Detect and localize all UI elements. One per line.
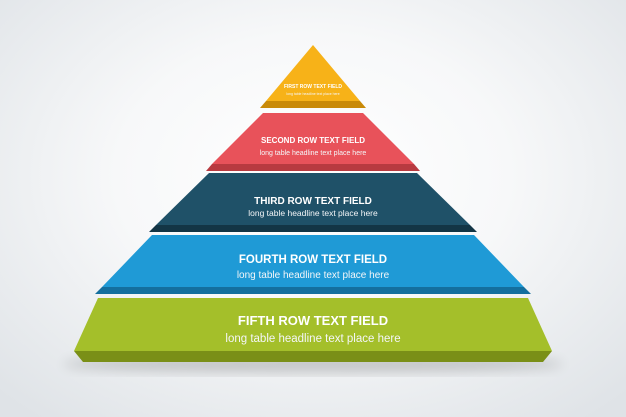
pyramid-level-1: FIRST ROW TEXT FIELD long table headline… — [260, 45, 366, 108]
level-4-title: FOURTH ROW TEXT FIELD — [239, 254, 387, 266]
level-3-subtitle: long table headline text place here — [248, 208, 378, 218]
level-3-edge — [149, 225, 477, 232]
level-5-subtitle: long table headline text place here — [225, 333, 400, 345]
level-1-edge — [260, 101, 366, 108]
level-5-edge — [74, 351, 552, 362]
level-2-face — [212, 113, 414, 164]
level-2-subtitle: long table headline text place here — [260, 150, 367, 157]
level-1-face — [266, 45, 360, 101]
pyramid-level-3: THIRD ROW TEXT FIELD long table headline… — [149, 173, 477, 232]
level-1-subtitle: long table headline text place here — [286, 92, 339, 96]
pyramid-level-4: FOURTH ROW TEXT FIELD long table headlin… — [95, 235, 531, 294]
level-3-face — [156, 173, 470, 225]
pyramid-level-5: FIFTH ROW TEXT FIELD long table headline… — [74, 298, 552, 362]
level-2-edge — [206, 164, 420, 171]
level-5-title: FIFTH ROW TEXT FIELD — [238, 313, 388, 328]
level-1-title: FIRST ROW TEXT FIELD — [284, 84, 342, 90]
level-4-face — [102, 235, 524, 287]
level-3-title: THIRD ROW TEXT FIELD — [254, 196, 372, 207]
level-4-subtitle: long table headline text place here — [237, 270, 390, 281]
level-5-face — [74, 298, 552, 351]
pyramid-level-2: SECOND ROW TEXT FIELD long table headlin… — [206, 113, 420, 171]
level-2-title: SECOND ROW TEXT FIELD — [261, 136, 365, 145]
level-4-edge — [95, 287, 531, 294]
